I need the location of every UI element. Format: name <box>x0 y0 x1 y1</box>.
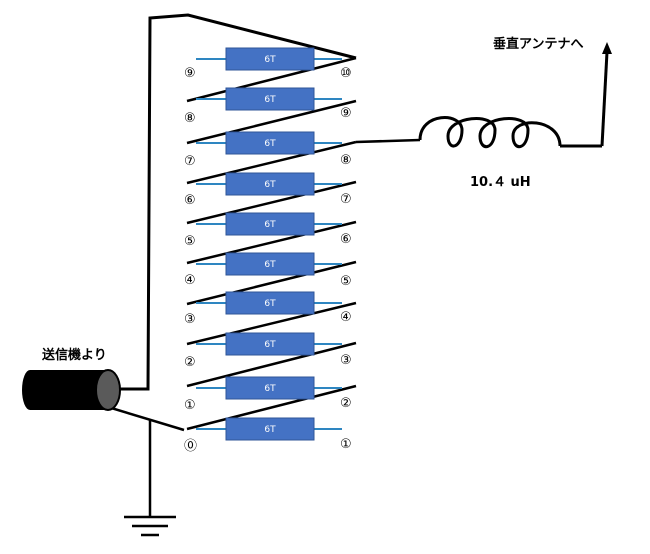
coil-row: 6T ⑥ ⑦ <box>184 172 352 208</box>
coil-body <box>225 252 315 276</box>
coil-body <box>225 131 315 155</box>
inductance-caption: 10.４ uH <box>470 175 531 190</box>
right-tap-number: ⑦ <box>340 192 352 207</box>
antenna-arrow-icon <box>602 42 612 54</box>
coil-row: 6T ⑧ ⑨ <box>184 87 352 126</box>
antenna-caption: 垂直アンテナへ <box>493 36 583 52</box>
loading-inductor <box>418 51 609 148</box>
right-tap-number: ⑧ <box>340 153 352 168</box>
coil-turns-label: 6T <box>264 384 276 394</box>
coil-body <box>225 376 315 400</box>
diagonal-wire <box>186 180 357 225</box>
coil-turns-label: 6T <box>264 220 276 230</box>
coil-row: 6T ⑨ ⑩ <box>184 47 352 81</box>
left-tap-number: ⑧ <box>184 111 196 126</box>
coil-body <box>225 291 315 315</box>
diagonal-wire <box>186 56 357 103</box>
coil-turns-label: 6T <box>264 260 276 270</box>
diagonal-wire <box>186 341 357 388</box>
left-tap-number: ① <box>184 398 196 413</box>
right-tap-number: ③ <box>340 353 352 368</box>
coil-body <box>225 212 315 236</box>
right-tap-number: ④ <box>340 310 352 325</box>
coil-turns-label: 6T <box>264 139 276 149</box>
coil-turns-label: 6T <box>264 299 276 309</box>
coil-turns-label: 6T <box>264 180 276 190</box>
diagonal-wire <box>186 260 357 306</box>
diagonal-wire <box>186 140 357 185</box>
diagonal-wire <box>186 301 357 346</box>
diagonal-wire <box>186 99 357 145</box>
coil-body <box>225 417 315 441</box>
coil-row: 6T ② ③ <box>184 332 352 370</box>
left-tap-number: ③ <box>184 312 196 327</box>
left-tap-number: ⓪ <box>184 439 197 454</box>
coil-stack: 6T ⑨ ⑩ 6T ⑧ ⑨ 6T ⑦ ⑧ 6T ⑥ ⑦ 6T ⑤ ⑥ 6T ④ ⑤ 6T ③ ④ 6T ② ③ 6T ① ② 6T ⓪ ① <box>184 47 352 454</box>
diagonal-wire <box>186 384 357 431</box>
coil-row: 6T ④ ⑤ <box>184 252 352 289</box>
coax-connector <box>22 369 121 411</box>
ground-symbol-icon <box>124 515 176 537</box>
coil-row: 6T ⑤ ⑥ <box>184 212 352 249</box>
left-tap-number: ⑥ <box>184 193 196 208</box>
coil-turns-label: 6T <box>264 55 276 65</box>
coil-body <box>225 332 315 356</box>
ground-wire <box>97 402 185 517</box>
left-tap-number: ④ <box>184 273 196 288</box>
right-tap-number: ② <box>340 396 352 411</box>
coil-row: 6T ③ ④ <box>184 291 352 327</box>
left-tap-number: ⑤ <box>184 234 196 249</box>
transmitter-caption: 送信機より <box>41 347 107 363</box>
left-tap-number: ⑦ <box>184 154 196 169</box>
coil-row: 6T ⑦ ⑧ <box>184 131 352 169</box>
coil-row: 6T ⓪ ① <box>184 417 352 454</box>
coil-row: 6T ① ② <box>184 376 352 413</box>
coil-body <box>225 87 315 111</box>
tap-wire <box>355 138 421 144</box>
coil-body <box>225 47 315 71</box>
coil-turns-label: 6T <box>264 425 276 435</box>
right-tap-number: ⑥ <box>340 232 352 247</box>
right-tap-number: ⑨ <box>340 106 352 121</box>
diagonal-wires <box>186 56 357 431</box>
diagonal-wire <box>186 220 357 265</box>
left-tap-number: ⑨ <box>184 66 196 81</box>
feed-wire <box>118 13 357 391</box>
right-tap-number: ⑩ <box>340 66 352 81</box>
coil-body <box>225 172 315 196</box>
right-tap-number: ⑤ <box>340 274 352 289</box>
left-tap-number: ② <box>184 355 196 370</box>
coil-turns-label: 6T <box>264 340 276 350</box>
coil-turns-label: 6T <box>264 95 276 105</box>
right-tap-number: ① <box>340 437 352 452</box>
